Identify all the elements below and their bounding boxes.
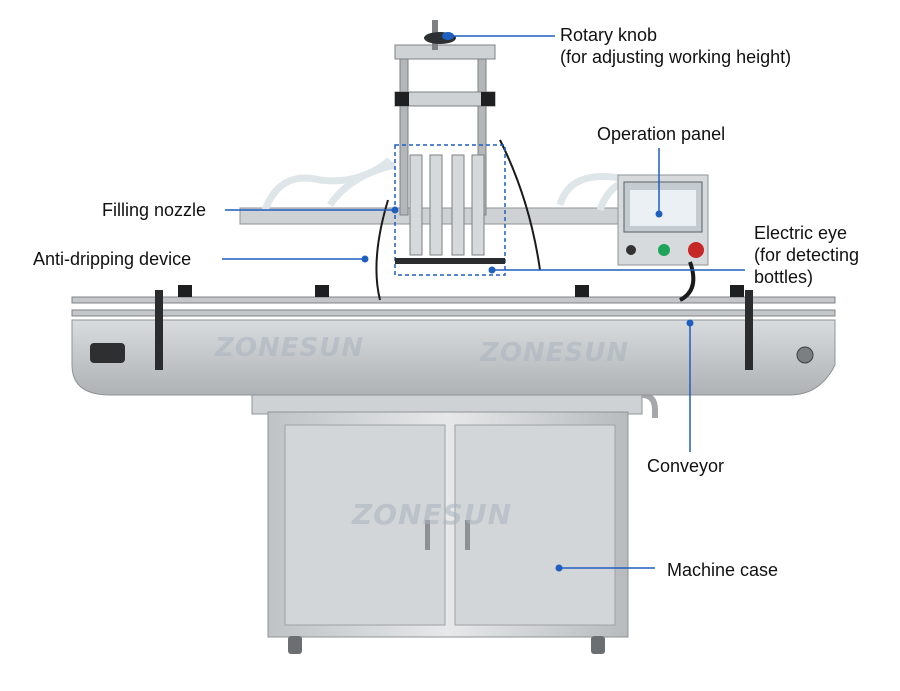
label-rotary-knob-line2: (for adjusting working height) xyxy=(560,47,792,67)
label-electric-eye-line3: bottles) xyxy=(754,267,814,287)
label-machine-case: Machine case xyxy=(667,560,779,580)
manifold xyxy=(239,139,661,301)
callout-dot-machine-case xyxy=(555,564,563,572)
operation-panel xyxy=(617,174,709,302)
watermark-logo: ZONESUN xyxy=(352,498,513,531)
callout-dot-conveyor xyxy=(686,319,694,327)
label-electric-eye-line1: Electric eye xyxy=(754,223,848,243)
label-rotary-knob-line1: Rotary knob xyxy=(560,25,658,45)
callout-dot-rotary-knob xyxy=(444,32,452,40)
callout-dot-anti-dripping xyxy=(361,255,369,263)
label-conveyor: Conveyor xyxy=(647,456,725,476)
label-operation-panel: Operation panel xyxy=(597,124,726,144)
label-electric-eye-line2: (for detecting xyxy=(754,245,860,265)
callouts xyxy=(222,32,745,572)
callout-dot-electric-eye xyxy=(488,266,496,274)
callout-dot-operation-panel xyxy=(655,210,663,218)
callout-dot-filling-nozzle xyxy=(391,206,399,214)
label-filling-nozzle: Filling nozzle xyxy=(102,200,207,220)
conveyor-body xyxy=(71,285,836,396)
label-rotary-knob: Rotary knob (for adjusting working heigh… xyxy=(560,24,791,68)
machine-case xyxy=(251,391,658,654)
filling-head xyxy=(394,20,506,276)
label-electric-eye: Electric eye (for detecting bottles) xyxy=(754,222,859,288)
watermark-logo: ZONESUN xyxy=(480,338,630,368)
label-anti-dripping-device: Anti-dripping device xyxy=(33,249,192,269)
watermark-logo: ZONESUN xyxy=(215,333,365,363)
